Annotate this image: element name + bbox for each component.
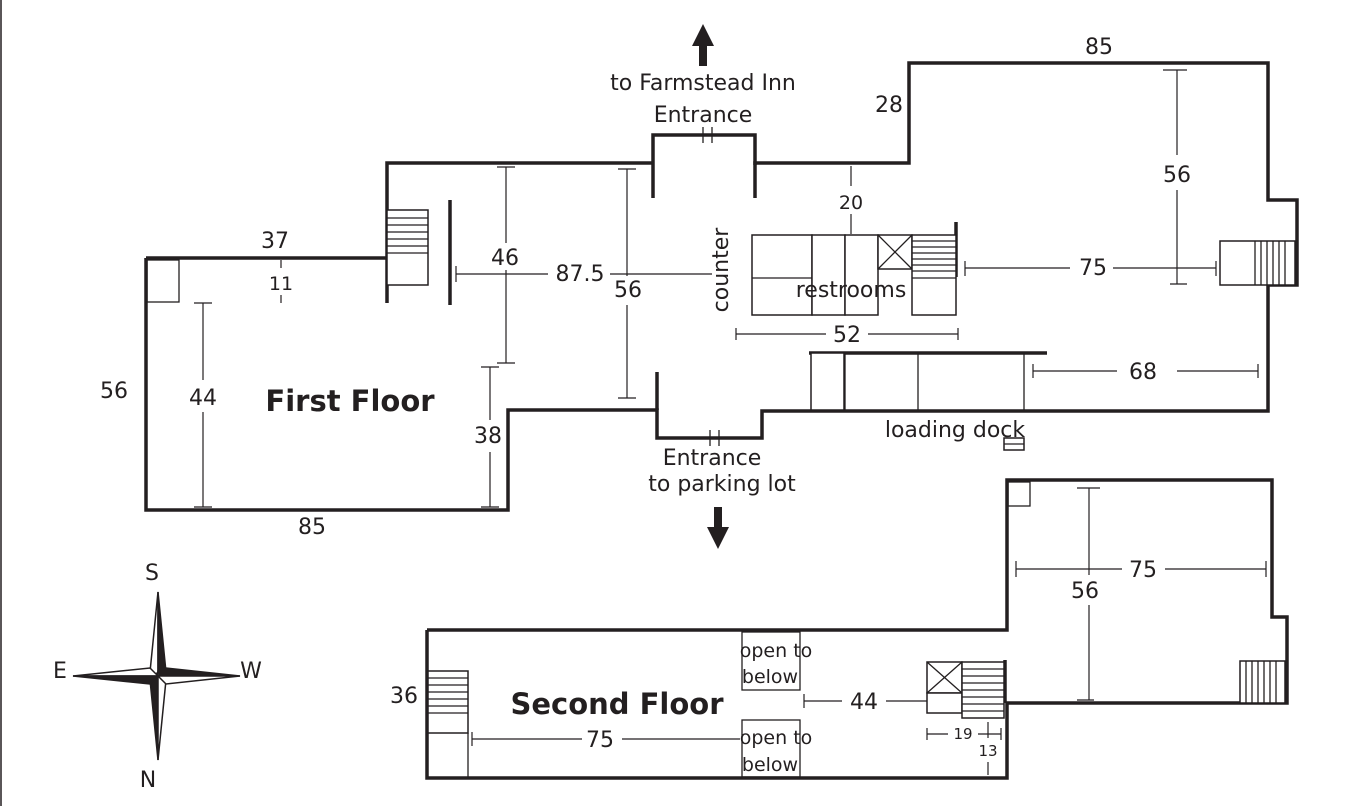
dim-corridor-height: 38 [474, 424, 502, 449]
dim-second-stair-width: 19 [953, 725, 972, 743]
dim-second-stair-depth: 13 [978, 742, 997, 760]
first-floor-walls [144, 61, 1299, 512]
second-floor-stairs-center [926, 661, 1005, 719]
dim-loading-width: 68 [1129, 360, 1157, 385]
second-floor-stairs-west [427, 670, 469, 777]
label-to-farmstead-inn: to Farmstead Inn [610, 71, 796, 96]
label-counter: counter [709, 227, 734, 313]
second-floor-stairs-east [1239, 660, 1286, 704]
label-restrooms: restrooms [796, 278, 907, 303]
second-floor-walls [425, 478, 1289, 780]
compass-west: W [240, 659, 262, 684]
north-entrance-door [702, 127, 713, 143]
second-floor-title: Second Floor [510, 687, 724, 721]
dim-top-right-offset: 28 [875, 93, 903, 118]
dim-east-room-height: 56 [1163, 163, 1191, 188]
second-floor-corner-closet [1007, 481, 1031, 507]
first-floor-plan [144, 61, 1299, 512]
dim-east-room-width: 75 [1079, 256, 1107, 281]
dim-left-wing-outer-height: 56 [100, 379, 128, 404]
corner-closet [146, 259, 180, 303]
label-open-below-2b: below [742, 754, 798, 776]
dim-left-wing-notch: 11 [269, 273, 293, 295]
dim-top-right-width: 85 [1085, 35, 1113, 60]
stairs-east [1219, 240, 1296, 286]
restrooms-block [751, 234, 957, 316]
dim-second-left-height: 36 [390, 684, 418, 709]
open-to-below-north [741, 631, 801, 691]
dim-left-wing-inner-height: 44 [189, 386, 217, 411]
compass-east: E [53, 659, 67, 684]
dim-lobby-height: 56 [614, 278, 642, 303]
label-open-below-1a: open to [740, 640, 813, 662]
first-floor-title: First Floor [265, 384, 435, 418]
label-to-parking-lot: to parking lot [648, 472, 796, 497]
label-open-below-1b: below [742, 666, 798, 688]
compass-south: S [145, 561, 159, 586]
label-entrance-north: Entrance [654, 103, 753, 128]
dim-left-wing-top: 37 [261, 229, 289, 254]
compass-rose-icon [72, 591, 241, 761]
dim-second-wing-width: 75 [1129, 558, 1157, 583]
label-entrance-south: Entrance [663, 446, 762, 471]
stairs-west [386, 209, 429, 286]
first-floor-wall-top-left [651, 133, 757, 198]
dim-second-bottom-length: 75 [586, 728, 614, 753]
south-entrance-door [709, 430, 720, 446]
second-floor-plan [425, 478, 1289, 780]
first-floor-dimension-lines [194, 69, 1259, 508]
label-loading-dock: loading dock [885, 418, 1026, 443]
dim-hall-height: 46 [491, 246, 519, 271]
dim-second-mid-length: 44 [850, 690, 878, 715]
dim-left-wing-bottom: 85 [298, 515, 326, 540]
dim-second-wing-height: 56 [1071, 579, 1099, 604]
compass-north: N [140, 768, 156, 793]
loading-dock-bays [810, 352, 1025, 451]
second-floor-dimension-lines [471, 487, 1267, 775]
dim-hall-length: 87.5 [556, 262, 605, 287]
dim-restroom-width: 52 [833, 323, 861, 348]
label-open-below-2a: open to [740, 727, 813, 749]
open-to-below-south [741, 719, 801, 778]
arrow-down-icon [707, 507, 729, 549]
arrow-up-icon [692, 24, 714, 66]
dim-restroom-offset: 20 [839, 192, 863, 214]
